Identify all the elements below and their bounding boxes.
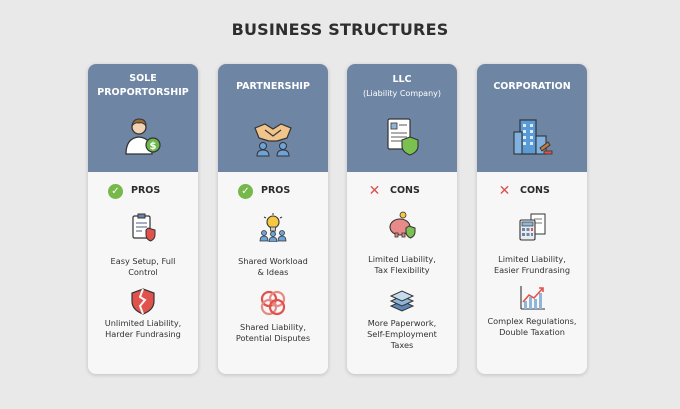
page-title: BUSINESS STRUCTURES: [231, 20, 449, 39]
handshake-icon: [254, 123, 292, 157]
pro-text: Limited Liability, Easier Frundrasing: [493, 254, 571, 275]
document-shield-icon: [387, 118, 419, 156]
card-header: CORPORATION: [477, 64, 587, 172]
pro-text: Shared Workload & Ideas: [238, 256, 308, 277]
growth-chart-icon: [520, 286, 545, 310]
check-icon: ✓: [238, 184, 253, 199]
con-text: Shared Liability, Potential Disputes: [235, 322, 311, 343]
card-title: CORPORATION: [493, 81, 571, 92]
clipboard-shield-icon: [132, 213, 156, 242]
piggy-shield-icon: [389, 211, 416, 239]
building-icon: [513, 119, 553, 155]
cross-icon: ✕: [368, 183, 381, 199]
pro-text: Easy Setup, Full Control: [110, 256, 176, 277]
lightbulb-team-icon: [259, 213, 287, 242]
card-corporation: CORPORATION ✕ CONS Limited: [477, 64, 587, 374]
card-header: LLC (Liability Company): [347, 64, 457, 172]
paper-stack-icon: [389, 290, 415, 312]
calculator-doc-icon: [519, 213, 546, 241]
con-text: Complex Regulations, Double Taxation: [487, 316, 577, 337]
card-title: LLC (Liability Company): [347, 73, 457, 101]
card-subtitle: (Liability Company): [362, 89, 442, 98]
con-text: Unlimited Liability, Harder Fundrasing: [104, 318, 182, 339]
card-header: PARTNERSHIP: [218, 64, 328, 172]
broken-shield-icon: [131, 288, 155, 315]
card-header: SOLE PROPORTORSHIP $: [88, 64, 198, 172]
person-with-dollar-icon: $: [125, 118, 161, 155]
interlocked-rings-icon: [260, 290, 286, 316]
card-partnership: PARTNERSHIP ✓ PROS Shared Workload & Ide…: [218, 64, 328, 374]
card-title: SOLE PROPORTORSHIP: [97, 73, 189, 98]
con-text: More Paperwork, Self-Employment Taxes: [367, 318, 437, 350]
svg-text:$: $: [150, 141, 157, 152]
pro-text: Limited Liability, Tax Flexibility: [368, 254, 436, 275]
cross-icon: ✕: [498, 183, 511, 199]
card-title: PARTNERSHIP: [236, 81, 310, 92]
check-icon: ✓: [108, 184, 123, 199]
card-sole-proprietorship: SOLE PROPORTORSHIP $ ✓ PROS Easy Setup, …: [88, 64, 198, 374]
card-llc: LLC (Liability Company) ✕ CONS Limited L…: [347, 64, 457, 374]
